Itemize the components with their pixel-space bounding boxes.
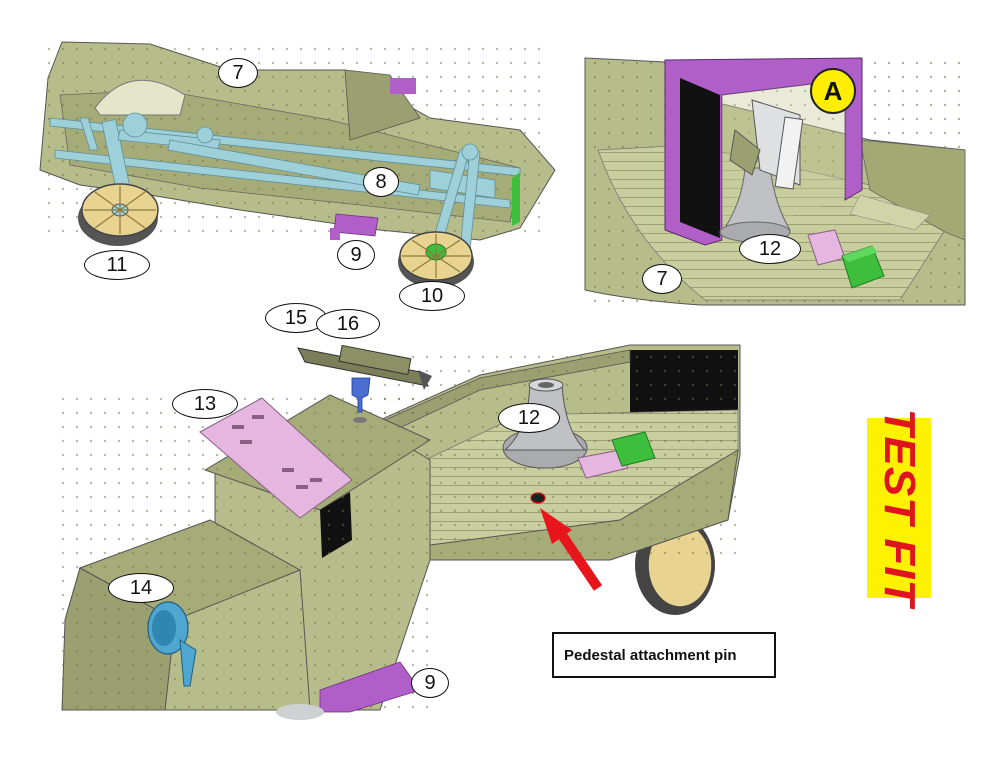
inset-step <box>849 194 931 231</box>
callout-9-main: 9 <box>411 668 449 698</box>
hull-side-panel <box>344 69 421 141</box>
inset-pedestal <box>718 167 791 236</box>
ammo-box-pink-main <box>577 449 629 479</box>
chassis-underside-view <box>39 41 556 288</box>
callout-7-inset: 7 <box>642 264 682 294</box>
ammo-box-green-main <box>611 431 656 467</box>
callout-16: 16 <box>316 309 380 339</box>
callout-10: 10 <box>399 281 465 311</box>
test-fit-text: TEST FIT <box>875 408 924 608</box>
purple-part-top <box>390 78 416 94</box>
callout-13: 13 <box>172 389 238 419</box>
callout-8: 8 <box>363 167 399 197</box>
pedestal-attachment-pin <box>530 492 546 504</box>
wheel-arch <box>94 79 186 116</box>
green-part <box>512 172 520 226</box>
rear-wheel <box>78 183 159 246</box>
callout-11: 11 <box>84 250 150 280</box>
front-wheel <box>398 231 474 288</box>
callout-9-chassis: 9 <box>337 240 375 270</box>
test-fit-stamp: TEST FIT <box>867 409 931 607</box>
inset-side-wall <box>859 139 966 241</box>
gun-mount-fork <box>351 377 371 413</box>
chassis-frame <box>49 112 521 251</box>
callout-12-inset: 12 <box>739 234 801 264</box>
pin-arrow <box>540 508 603 591</box>
inset-badge-a: A <box>810 68 856 114</box>
machine-gun-15-16 <box>297 344 432 390</box>
purple-bracket <box>333 213 379 237</box>
headlamp-14 <box>147 601 197 687</box>
interior-inset-view <box>584 57 966 306</box>
pedestal-pin-annotation: Pedestal attachment pin <box>552 632 776 678</box>
callout-14: 14 <box>108 573 174 603</box>
gun-shield-inner <box>680 78 720 238</box>
callout-12-main: 12 <box>498 403 560 433</box>
callout-7-chassis: 7 <box>218 58 258 88</box>
